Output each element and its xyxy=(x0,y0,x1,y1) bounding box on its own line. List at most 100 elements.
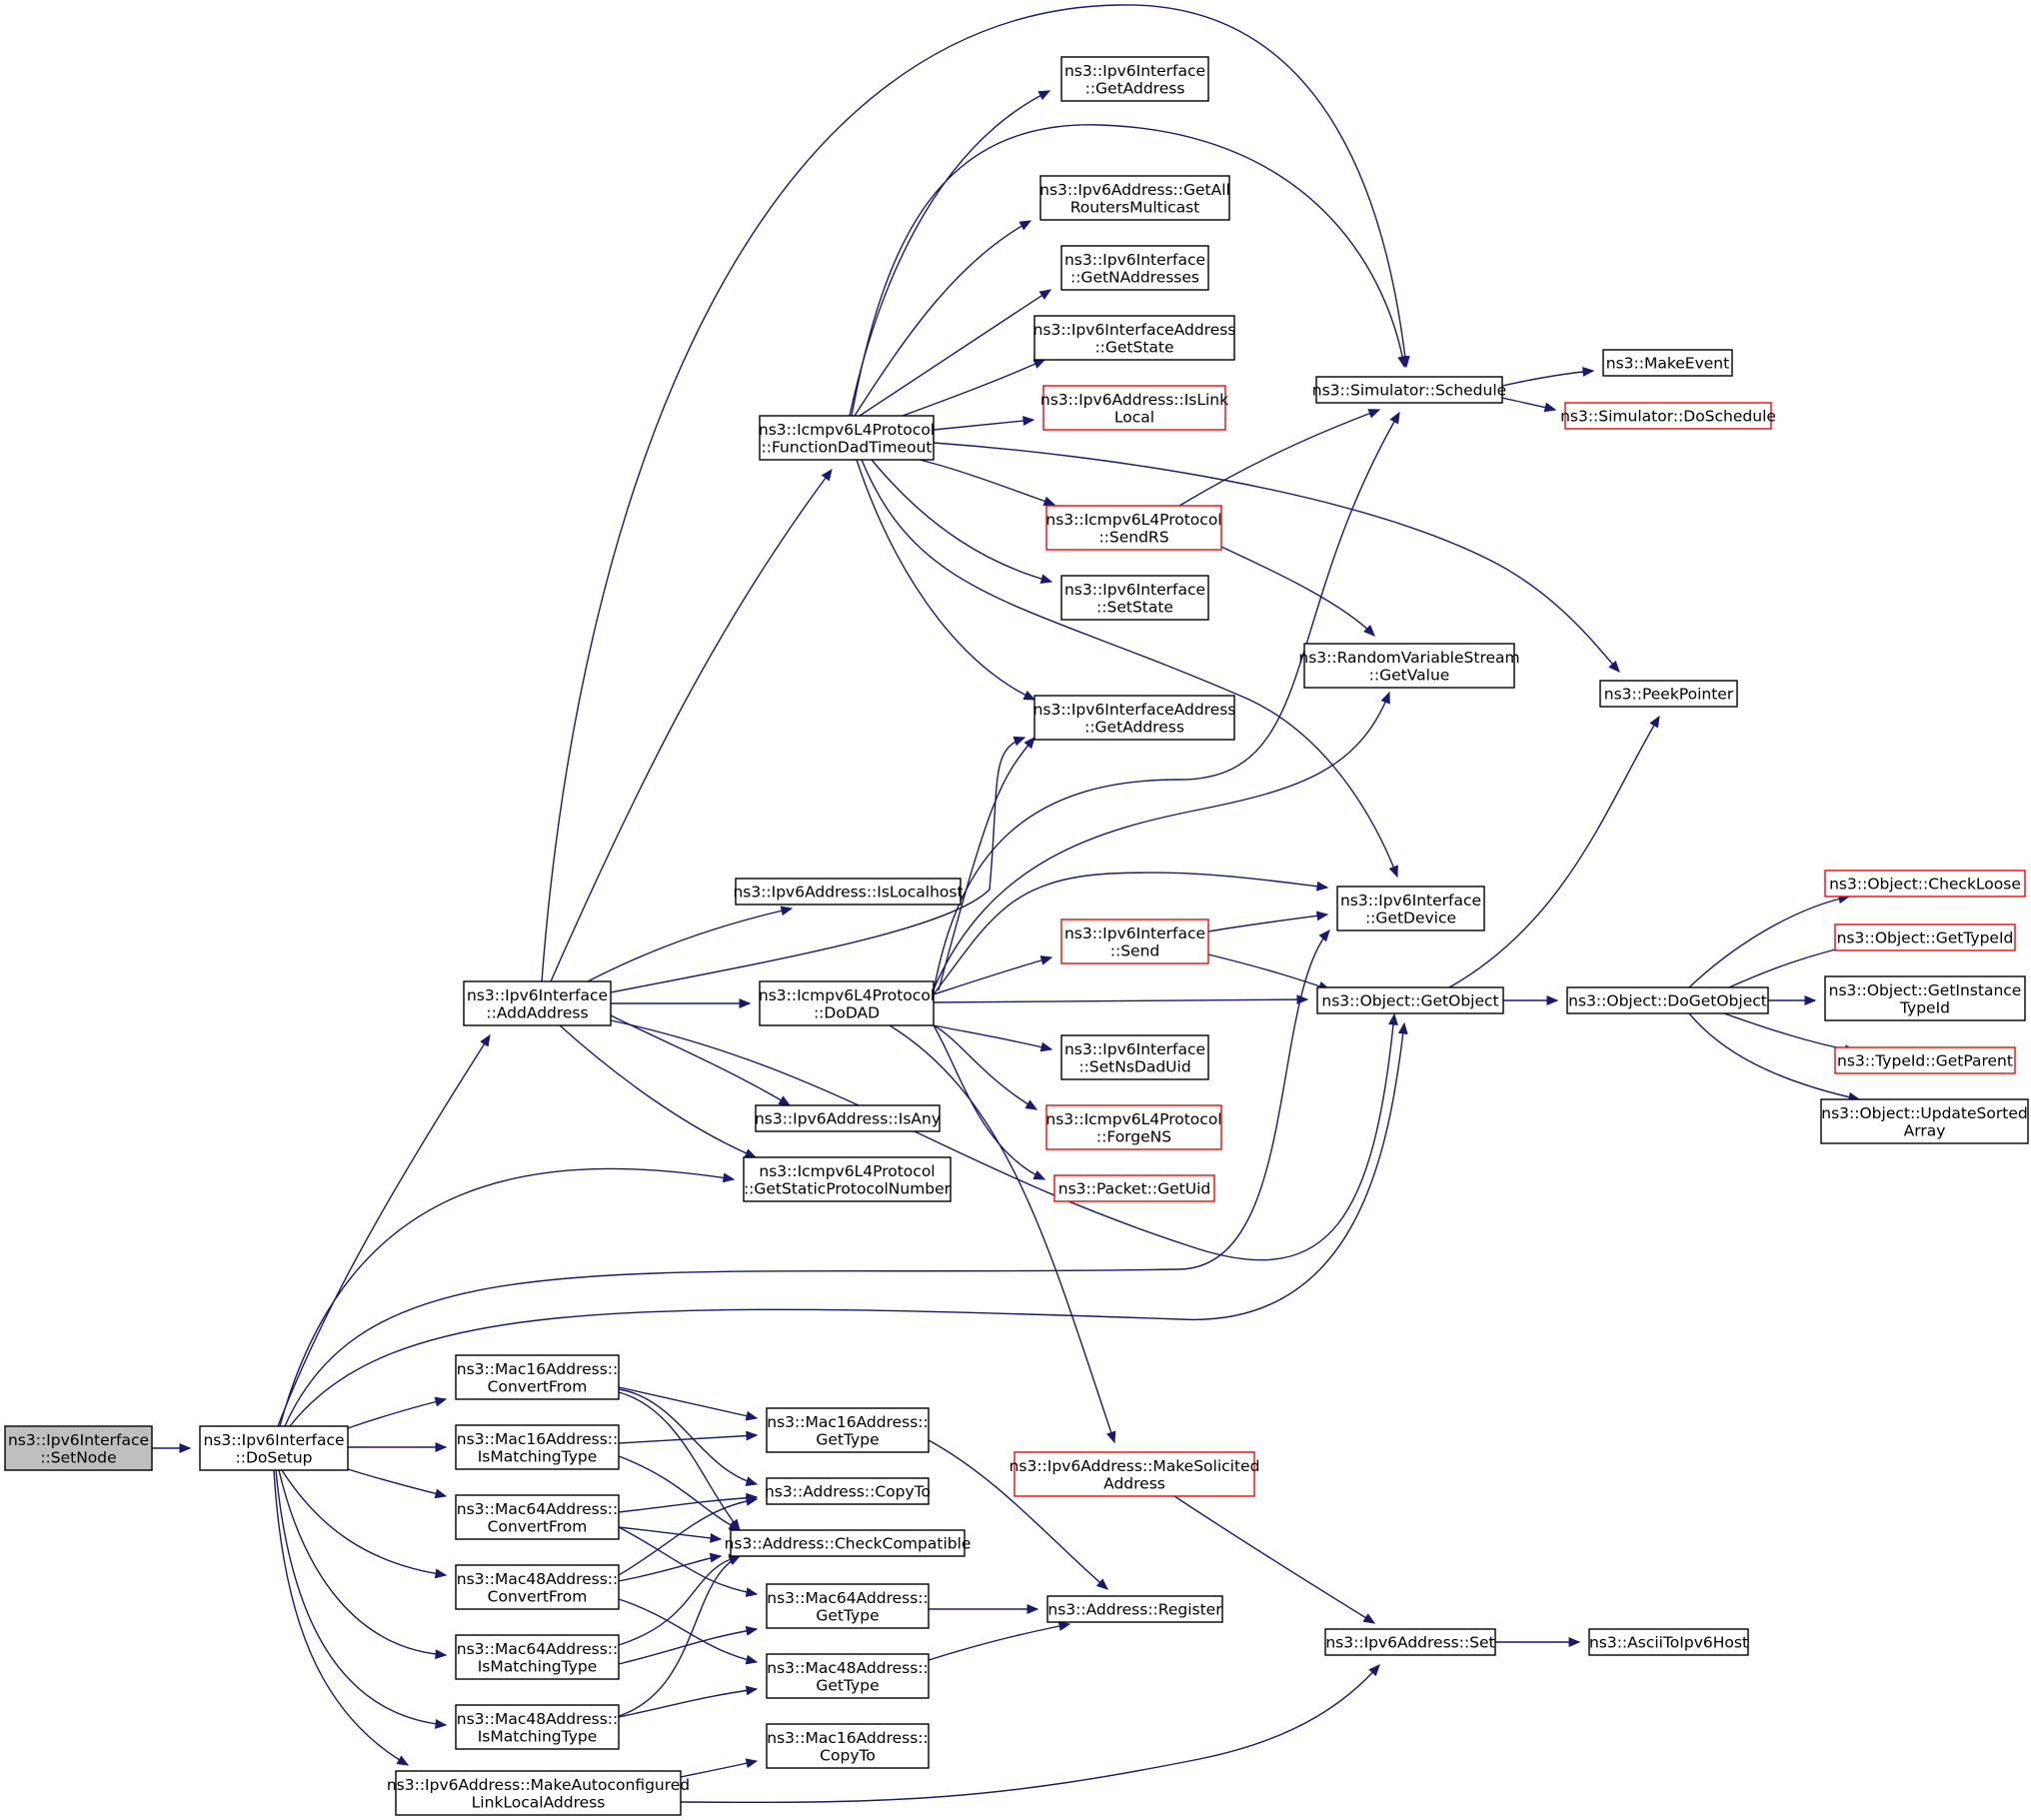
edge-line xyxy=(618,1688,758,1718)
edge-line xyxy=(1448,716,1660,988)
node-mac16conv[interactable]: ns3::Mac16Address::ConvertFrom xyxy=(455,1354,620,1400)
edge-line xyxy=(933,998,1308,1003)
arrow-head-icon xyxy=(1026,1604,1039,1614)
edge-mac48conv-to-mac48gettype xyxy=(618,1598,759,1665)
node-schedule[interactable]: ns3::Simulator::Schedule xyxy=(1312,376,1506,404)
node-makeevent[interactable]: ns3::MakeEvent xyxy=(1602,349,1733,377)
node-ifaddrgetstate[interactable]: ns3::Ipv6InterfaceAddress::GetState xyxy=(1033,315,1236,361)
arrow-head-icon xyxy=(745,1496,759,1506)
node-isany[interactable]: ns3::Ipv6Address::IsAny xyxy=(755,1104,941,1132)
node-islocalhost[interactable]: ns3::Ipv6Address::IsLocalhost xyxy=(733,878,964,906)
edge-getobject-to-dogetobject xyxy=(1503,995,1559,1005)
arrow-head-icon xyxy=(1315,910,1329,921)
node-forgens[interactable]: ns3::Icmpv6L4Protocol::ForgeNS xyxy=(1045,1104,1222,1150)
node-dogetobject[interactable]: ns3::Object::DoGetObject xyxy=(1566,986,1769,1014)
node-mac64conv[interactable]: ns3::Mac64Address::ConvertFrom xyxy=(455,1494,620,1540)
node-box xyxy=(1039,175,1230,221)
node-packetgetuid[interactable]: ns3::Packet::GetUid xyxy=(1053,1174,1215,1202)
node-setstate[interactable]: ns3::Ipv6Interface::SetState xyxy=(1060,575,1209,621)
node-label: ConvertFrom xyxy=(488,1587,588,1605)
edge-line xyxy=(618,1391,741,1531)
node-peekpointer[interactable]: ns3::PeekPointer xyxy=(1599,680,1738,708)
edge-dogetobject-to-checkloose xyxy=(1688,894,1851,988)
node-box xyxy=(1046,1595,1223,1623)
node-dodad[interactable]: ns3::Icmpv6L4Protocol::DoDAD xyxy=(759,980,935,1026)
edge-line xyxy=(1207,953,1330,990)
edge-funcdad-to-sendrs xyxy=(919,459,1056,507)
edge-setnode-to-dosetup xyxy=(152,1443,192,1453)
node-rvsgetvalue[interactable]: ns3::RandomVariableStream::GetValue xyxy=(1298,643,1520,689)
edge-dodad-to-packetgetuid xyxy=(933,1024,1046,1180)
arrow-head-icon xyxy=(728,1555,742,1566)
node-mac48gettype[interactable]: ns3::Mac48Address::GetType xyxy=(766,1653,930,1699)
node-addaddress[interactable]: ns3::Ipv6Interface::AddAddress xyxy=(463,980,612,1026)
edge-dosetup-to-getstaticproto xyxy=(279,1167,736,1427)
node-mac48conv[interactable]: ns3::Mac48Address::ConvertFrom xyxy=(455,1564,620,1610)
node-doschedule[interactable]: ns3::Simulator::DoSchedule xyxy=(1560,402,1776,430)
node-label: ns3::Ipv6Interface xyxy=(467,986,608,1004)
node-box xyxy=(766,1477,930,1505)
edge-line xyxy=(618,1526,722,1540)
edge-addaddress-to-getobject xyxy=(610,1012,1398,1261)
edge-line xyxy=(933,872,1328,995)
node-label: ns3::Packet::GetUid xyxy=(1058,1180,1210,1198)
node-ipv6set[interactable]: ns3::Ipv6Address::Set xyxy=(1324,1628,1496,1656)
node-box xyxy=(730,1529,966,1557)
node-addrcopyto[interactable]: ns3::Address::CopyTo xyxy=(765,1477,931,1505)
edge-line xyxy=(281,1469,447,1576)
node-checkloose[interactable]: ns3::Object::CheckLoose xyxy=(1824,870,2026,898)
node-label: ::GetValue xyxy=(1369,666,1450,684)
node-setnsdaduid[interactable]: ns3::Ipv6Interface::SetNsDadUid xyxy=(1060,1034,1209,1080)
edge-mac16gettype-to-addrregister xyxy=(928,1439,1108,1590)
edge-line xyxy=(1173,1495,1375,1624)
node-mac16copyto[interactable]: ns3::Mac16Address::CopyTo xyxy=(766,1723,930,1769)
node-addrcheckcompat[interactable]: ns3::Address::CheckCompatible xyxy=(725,1529,972,1557)
edge-line xyxy=(902,359,1045,417)
arrow-head-icon xyxy=(1023,737,1035,750)
node-getstaticproto[interactable]: ns3::Icmpv6L4Protocol::GetStaticProtocol… xyxy=(743,1156,952,1202)
node-label: ::ForgeNS xyxy=(1096,1127,1171,1145)
node-label: ns3::Mac48Address:: xyxy=(767,1659,929,1677)
node-label: TypeId xyxy=(1899,998,1950,1016)
node-label: ns3::Mac64Address:: xyxy=(457,1500,619,1518)
node-sendrs[interactable]: ns3::Icmpv6L4Protocol::SendRS xyxy=(1045,505,1222,551)
node-ifgetaddress[interactable]: ns3::Ipv6Interface::GetAddress xyxy=(1060,56,1209,102)
node-mac16match[interactable]: ns3::Mac16Address::IsMatchingType xyxy=(455,1424,620,1470)
node-addrregister[interactable]: ns3::Address::Register xyxy=(1046,1595,1223,1623)
node-ifaddrgetaddress[interactable]: ns3::Ipv6InterfaceAddress::GetAddress xyxy=(1033,695,1236,741)
node-box xyxy=(1336,886,1485,931)
node-dosetup[interactable]: ns3::Ipv6Interface::DoSetup xyxy=(199,1425,349,1471)
edge-dosetup-to-getobject xyxy=(289,1021,1408,1427)
arrow-head-icon xyxy=(746,1430,759,1441)
node-mac64match[interactable]: ns3::Mac64Address::IsMatchingType xyxy=(455,1634,620,1680)
node-getdevice[interactable]: ns3::Ipv6Interface::GetDevice xyxy=(1336,886,1485,931)
node-getnaddresses[interactable]: ns3::Ipv6Interface::GetNAddresses xyxy=(1060,245,1209,291)
node-label: ns3::Ipv6Interface xyxy=(1064,251,1205,269)
node-funcdad[interactable]: ns3::Icmpv6L4Protocol::FunctionDadTimeou… xyxy=(759,415,935,461)
node-gettypeid[interactable]: ns3::Object::GetTypeId xyxy=(1834,923,2016,951)
node-getobject[interactable]: ns3::Object::GetObject xyxy=(1316,986,1504,1014)
edge-line xyxy=(871,459,1052,583)
edge-line xyxy=(680,1664,1380,1804)
edge-addaddress-to-islocalhost xyxy=(587,906,794,982)
node-mac16gettype[interactable]: ns3::Mac16Address::GetType xyxy=(766,1407,930,1453)
edge-line xyxy=(289,1022,1405,1427)
edge-mac64match-to-mac64gettype xyxy=(618,1625,759,1665)
node-mac48match[interactable]: ns3::Mac48Address::IsMatchingType xyxy=(455,1704,620,1750)
node-box xyxy=(1045,505,1222,551)
node-asciitoipv6[interactable]: ns3::AsciiToIpv6Host xyxy=(1588,1628,1749,1656)
edge-line xyxy=(618,1386,758,1419)
node-makeautoconf[interactable]: ns3::Ipv6Address::MakeAutoconfiguredLink… xyxy=(387,1770,690,1816)
arrow-head-icon xyxy=(745,1410,759,1421)
node-label: ns3::Ipv6InterfaceAddress xyxy=(1033,321,1236,339)
node-typeidgetparent[interactable]: ns3::TypeId::GetParent xyxy=(1834,1046,2016,1074)
node-ifsend[interactable]: ns3::Ipv6Interface::Send xyxy=(1060,918,1209,964)
node-mac64gettype[interactable]: ns3::Mac64Address::GetType xyxy=(766,1583,930,1629)
edge-line xyxy=(933,956,1052,995)
